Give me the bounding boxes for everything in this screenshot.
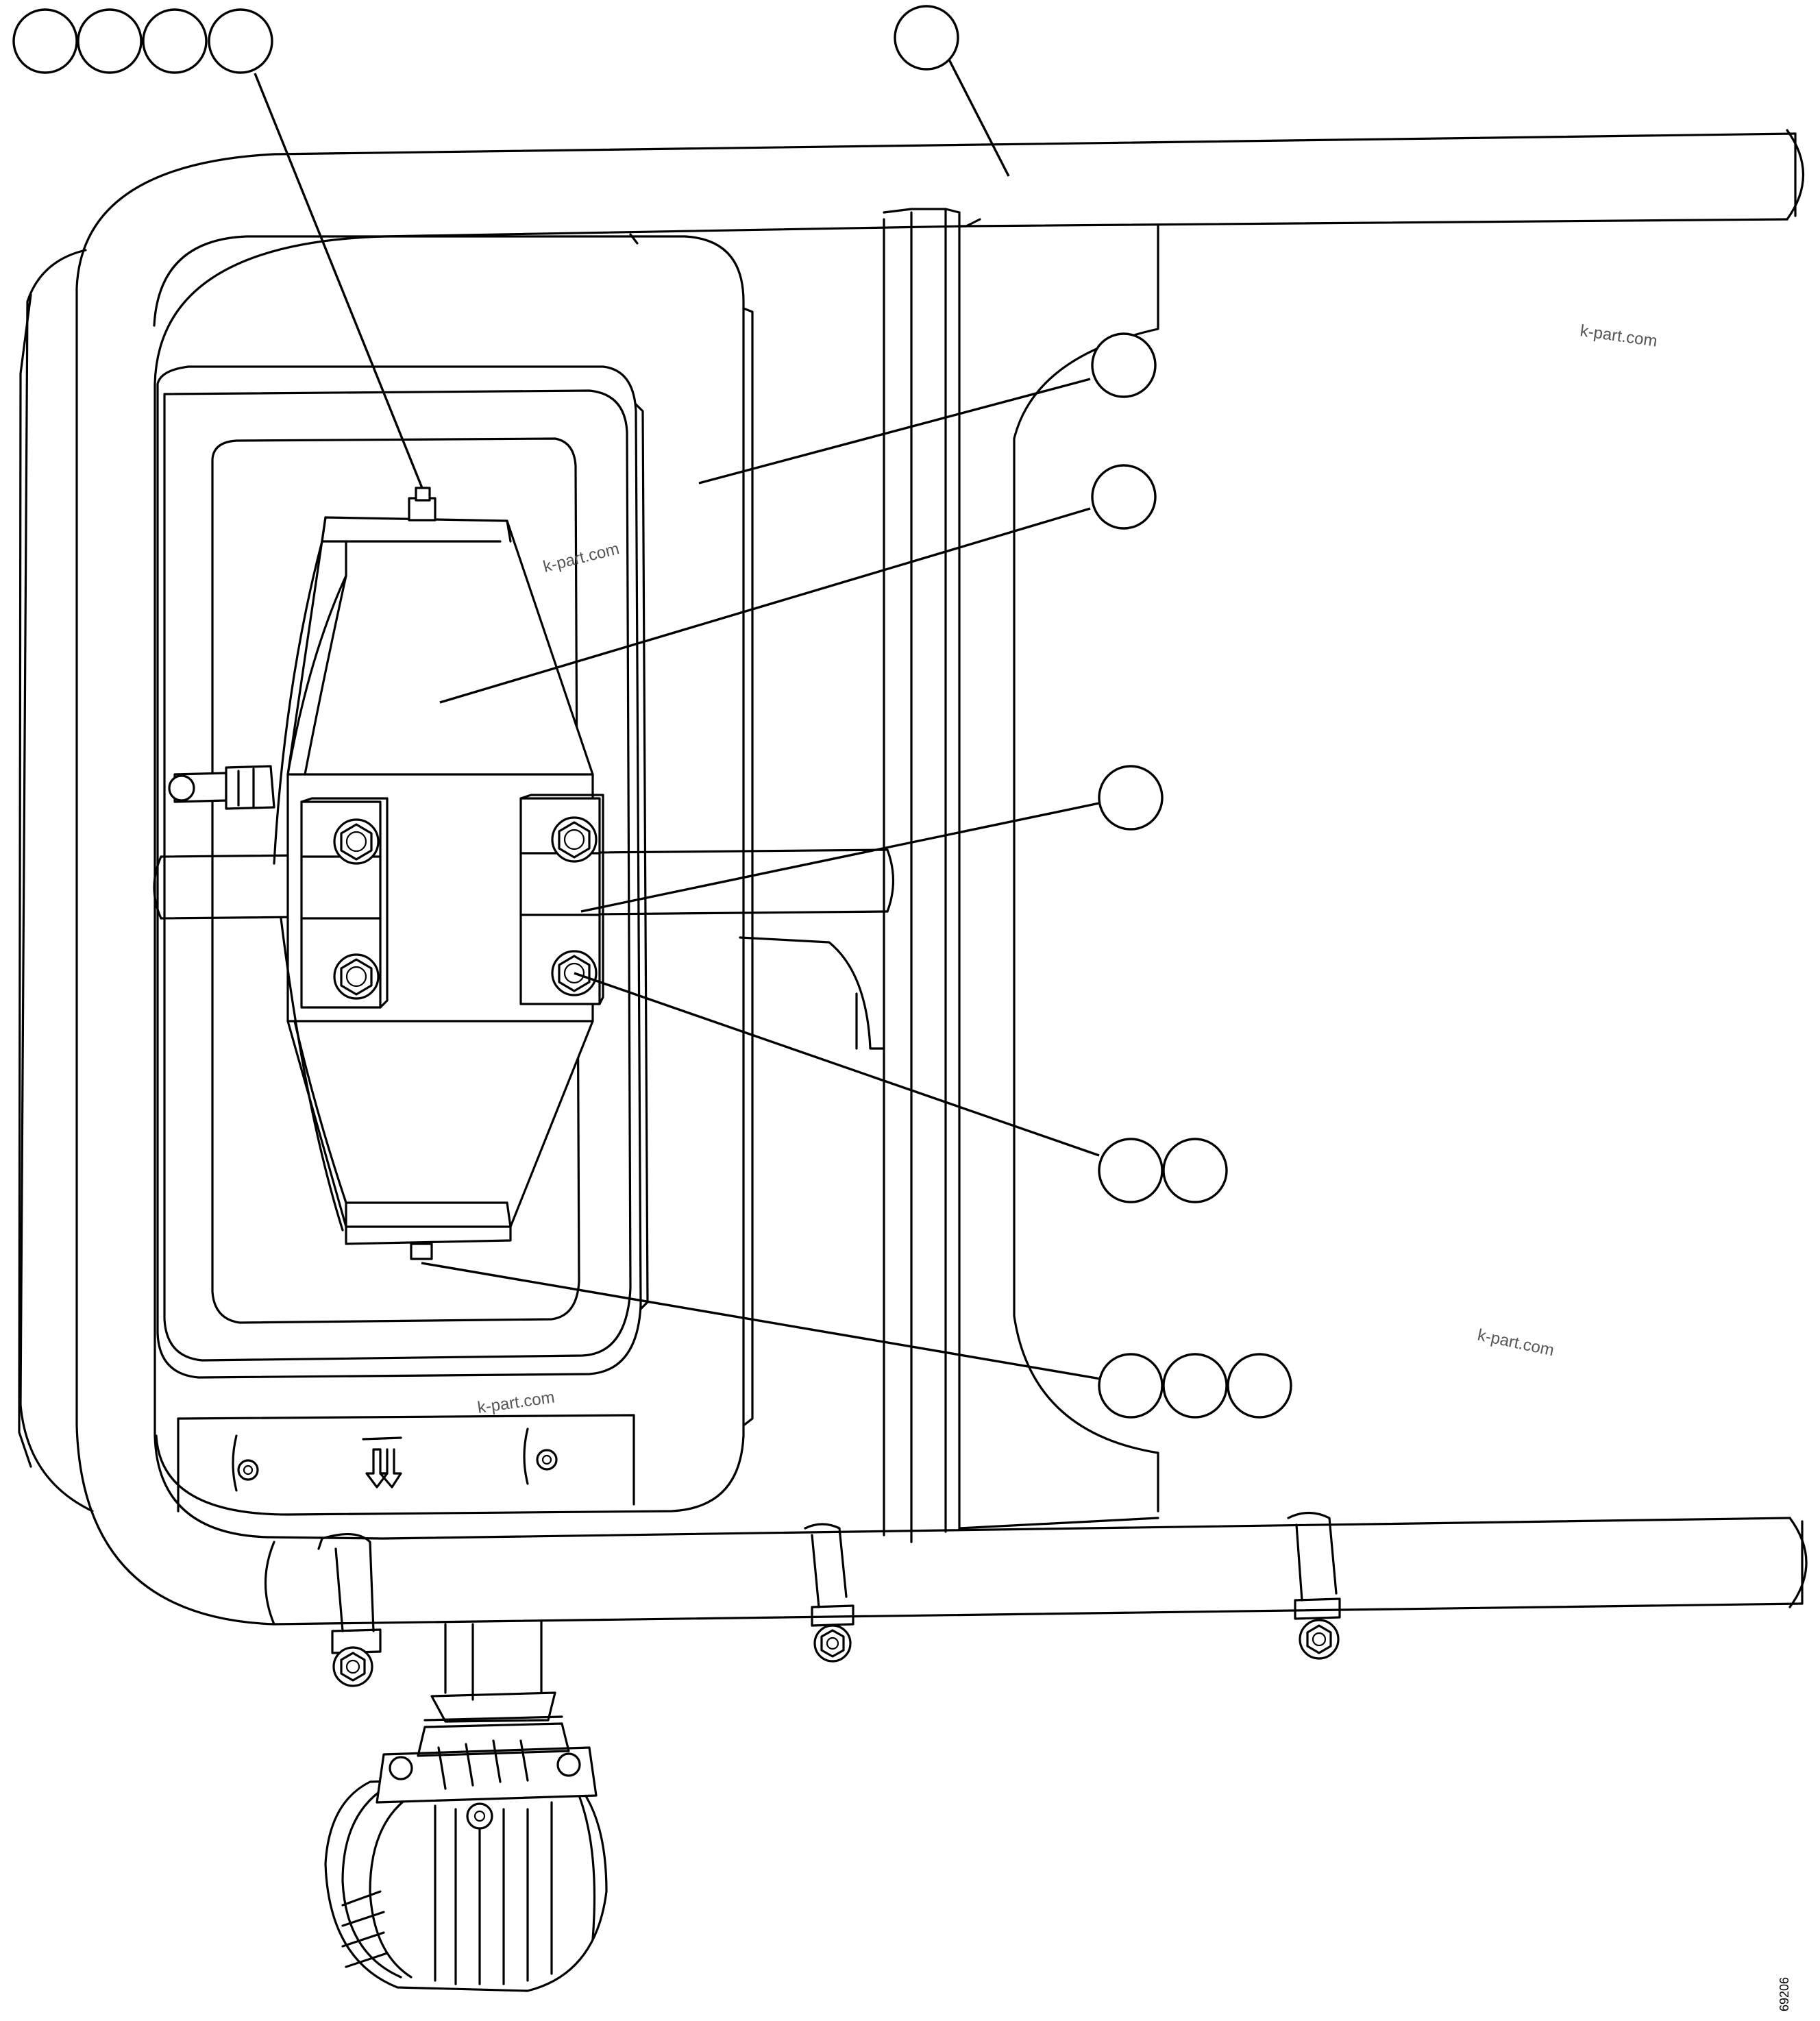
- tube-clamp: [317, 1532, 382, 1687]
- bolt-icon: [333, 953, 380, 1000]
- bolt-icon: [333, 818, 380, 865]
- callout-balloon: [1162, 1138, 1228, 1203]
- watermark-text: k-part.com: [476, 1388, 556, 1417]
- drawing-number: 69206: [1778, 1977, 1791, 2011]
- callout-group-right-2: [1091, 464, 1157, 530]
- leader-line: [698, 378, 1091, 485]
- watermark-text: k-part.com: [1476, 1325, 1555, 1360]
- clamp-bolts: [333, 816, 598, 1000]
- electrical-connector: [168, 765, 275, 810]
- bolt-icon: [551, 816, 598, 863]
- callout-balloon: [1098, 1138, 1164, 1203]
- callout-balloon: [142, 8, 208, 74]
- callout-balloon: [1098, 1353, 1164, 1419]
- mirror-adjust-motor: [273, 487, 594, 1260]
- mounting-bracket: [739, 208, 1159, 1543]
- callout-balloon: [1091, 332, 1157, 398]
- housing-base-strip: [232, 1428, 558, 1492]
- mirror-arm-tube: [75, 129, 1808, 1626]
- callout-balloon: [894, 5, 959, 71]
- callout-balloon: [77, 8, 143, 74]
- leader-line: [947, 58, 1010, 177]
- tube-clamp: [1287, 1511, 1341, 1660]
- callout-balloon: [1091, 464, 1157, 530]
- lamp-stem: [423, 1619, 563, 1723]
- leader-line: [421, 1262, 1101, 1380]
- latch-icon: [232, 1434, 259, 1492]
- watermark-text: k-part.com: [541, 539, 622, 576]
- callout-group-top-middle: [894, 5, 959, 71]
- watermark-text: k-part.com: [1579, 321, 1658, 351]
- callout-group-top-left: [12, 8, 273, 74]
- leader-line: [580, 802, 1100, 913]
- leader-line: [439, 507, 1091, 704]
- callout-balloon: [12, 8, 78, 74]
- callout-group-right-1: [1091, 332, 1157, 398]
- leader-line: [574, 972, 1100, 1157]
- callout-balloon: [208, 8, 273, 74]
- callout-group-right-triple: [1098, 1353, 1292, 1419]
- tube-clamp: [804, 1523, 854, 1663]
- latch-icon: [523, 1428, 558, 1485]
- mirror-inner-frame: [156, 365, 649, 1379]
- callout-balloon: [1098, 765, 1164, 831]
- callout-group-right-3: [1098, 765, 1164, 831]
- callout-balloon: [1162, 1353, 1228, 1419]
- leader-line: [254, 73, 423, 489]
- arrow-down-icon: [362, 1436, 402, 1489]
- mirror-housing: [18, 233, 754, 1516]
- callout-balloon: [1227, 1353, 1292, 1419]
- callout-group-right-pair: [1098, 1138, 1228, 1203]
- work-lamp: [324, 1722, 608, 1992]
- leader-lines: [254, 58, 1101, 1380]
